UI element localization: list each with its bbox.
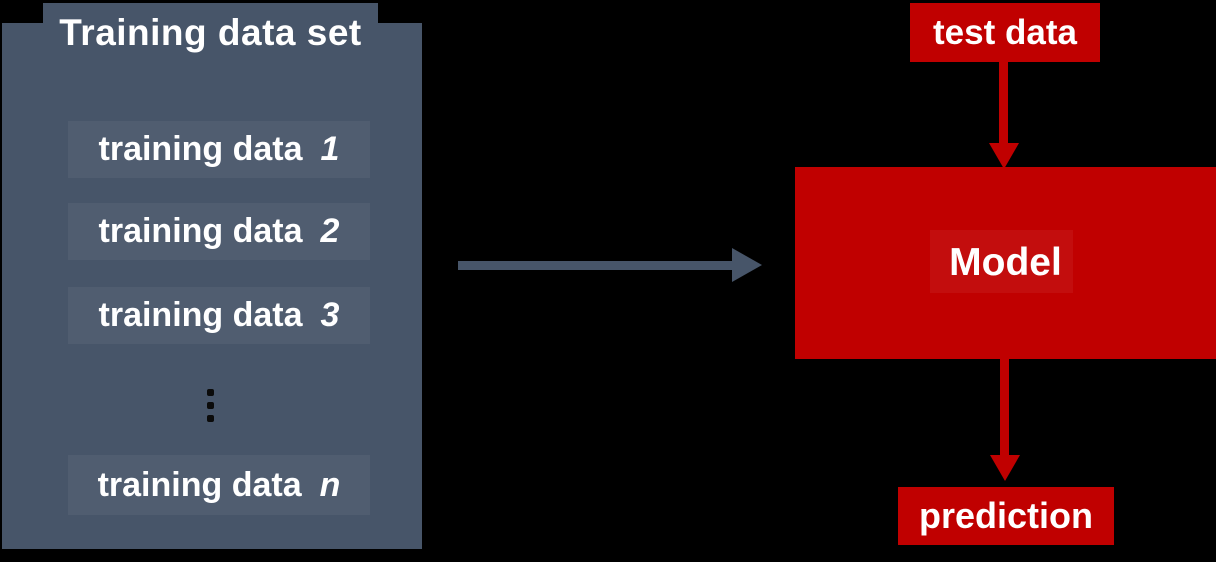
- training-row-index: 3: [320, 296, 340, 334]
- training-data-row-2: training data 2: [68, 203, 370, 260]
- testdata-to-model-arrow: [999, 62, 1008, 146]
- training-row-index: 1: [320, 130, 340, 168]
- training-row-index: n: [319, 465, 341, 504]
- training-row-label: training data: [98, 130, 303, 168]
- test-data-box: test data: [910, 3, 1100, 62]
- vertical-ellipsis-icon: [207, 389, 214, 422]
- training-row-label: training data: [97, 465, 302, 504]
- testdata-to-model-arrowhead-icon: [989, 143, 1019, 169]
- training-data-panel: [2, 23, 422, 549]
- prediction-box: prediction: [898, 487, 1114, 545]
- training-row-label: training data: [98, 296, 303, 334]
- training-to-model-arrow: [458, 261, 734, 270]
- training-data-row-3: training data 3: [68, 287, 370, 344]
- training-row-label: training data: [98, 212, 303, 250]
- model-to-prediction-arrowhead-icon: [990, 455, 1020, 481]
- training-panel-title: Training data set: [43, 3, 378, 62]
- model-label: Model: [949, 241, 1062, 284]
- model-to-prediction-arrow: [1000, 359, 1009, 457]
- training-data-row-n: training data n: [68, 455, 370, 515]
- model-box: Model: [795, 167, 1216, 359]
- training-data-row-1: training data 1: [68, 121, 370, 178]
- ellipsis-dot: [207, 389, 214, 396]
- ellipsis-dot: [207, 415, 214, 422]
- model-label-highlight: [930, 230, 1073, 293]
- training-to-model-arrowhead-icon: [732, 248, 762, 282]
- ellipsis-dot: [207, 402, 214, 409]
- training-row-index: 2: [320, 212, 340, 250]
